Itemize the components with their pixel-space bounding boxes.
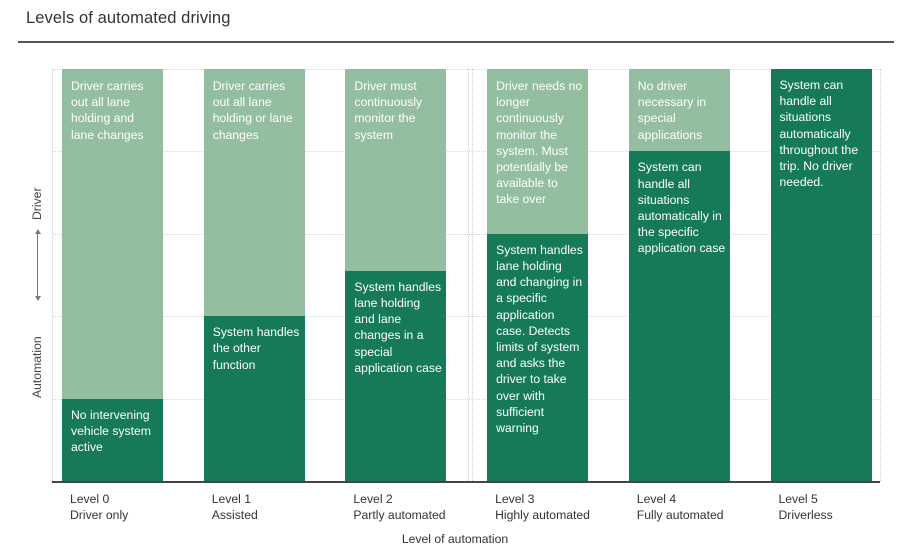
tick-label-level: Level 3 (495, 492, 535, 506)
segment-driver-label: Driver carries out all lane holding or l… (212, 79, 293, 142)
vertical-grid (468, 69, 469, 481)
bar-level-0: Driver carries out all lane holding and … (62, 69, 163, 481)
arrow-up-icon (35, 229, 41, 234)
gridline (52, 151, 880, 153)
chart-title: Levels of automated driving (26, 9, 231, 27)
segment-driver: Driver carries out all lane holding or l… (203, 69, 305, 317)
segment-system: System handles lane holding and lane cha… (345, 270, 447, 481)
bar-level-4: No driver necessary in special applicati… (628, 69, 730, 481)
segment-system-label: No intervening vehicle system active (71, 407, 151, 454)
tick-label-name: Highly automated (495, 508, 590, 522)
tick-label-name: Fully automated (636, 508, 724, 522)
segment-system: System handles the other function (203, 316, 305, 481)
tick-label-name: Assisted (211, 508, 258, 522)
segment-system-label: System can handle all situations automat… (779, 78, 859, 190)
vertical-grid (472, 69, 473, 481)
arrow-down-icon (35, 296, 41, 301)
tick-label-level: Level 4 (636, 492, 677, 506)
segment-driver-label: Driver carries out all lane holding and … (71, 79, 144, 142)
vertical-grid (52, 69, 53, 481)
tick-label-level: Level 1 (211, 492, 251, 506)
segment-system-label: System handles lane holding and lane cha… (354, 279, 442, 375)
bar-level-5: System can handle all situations automat… (770, 69, 872, 481)
tick-label-name: Driver only (70, 508, 129, 522)
tick-label-level: Level 2 (353, 492, 393, 506)
segment-system: System handles lane holding and changing… (487, 233, 589, 481)
segment-driver-label: No driver necessary in special applicati… (637, 79, 707, 142)
segment-driver-label: Driver needs no longer continuously moni… (496, 79, 583, 207)
segment-driver: No driver necessary in special applicati… (628, 69, 730, 152)
segment-driver-label: Driver must continuously monitor the sys… (354, 79, 423, 142)
vertical-grid (880, 69, 881, 481)
segment-system-label: System can handle all situations automat… (637, 160, 726, 256)
bar-level-3: Driver needs no longer continuously moni… (487, 69, 589, 481)
tick-label-name: Partly automated (353, 508, 446, 522)
tick-label-name: Driverless (778, 508, 833, 522)
gridline (52, 233, 880, 235)
driver-automation-arrow (37, 233, 38, 296)
segment-system: System can handle all situations automat… (770, 69, 872, 481)
segment-system: System can handle all situations automat… (628, 151, 730, 481)
segment-driver: Driver needs no longer continuously moni… (487, 69, 589, 234)
gridline (52, 398, 880, 400)
gridline (52, 69, 880, 70)
y-axis-label-driver: Driver (30, 187, 44, 221)
tick-label-level: Level 5 (778, 492, 818, 506)
segment-driver: Driver carries out all lane holding and … (62, 69, 163, 399)
x-axis-title: Level of automation (401, 532, 509, 546)
title-rule (18, 41, 894, 43)
bar-level-1: Driver carries out all lane holding or l… (203, 69, 305, 481)
x-axis-line (52, 481, 880, 483)
segment-driver: Driver must continuously monitor the sys… (345, 69, 447, 271)
segment-system-label: System handles the other function (212, 325, 300, 372)
bar-level-2: Driver must continuously monitor the sys… (345, 69, 447, 481)
tick-label-level: Level 0 (70, 492, 110, 506)
y-axis-label-automation: Automation (30, 336, 44, 398)
segment-system-label: System handles lane holding and changing… (496, 242, 583, 436)
gridline (52, 316, 880, 318)
segment-system: No intervening vehicle system active (62, 398, 163, 481)
